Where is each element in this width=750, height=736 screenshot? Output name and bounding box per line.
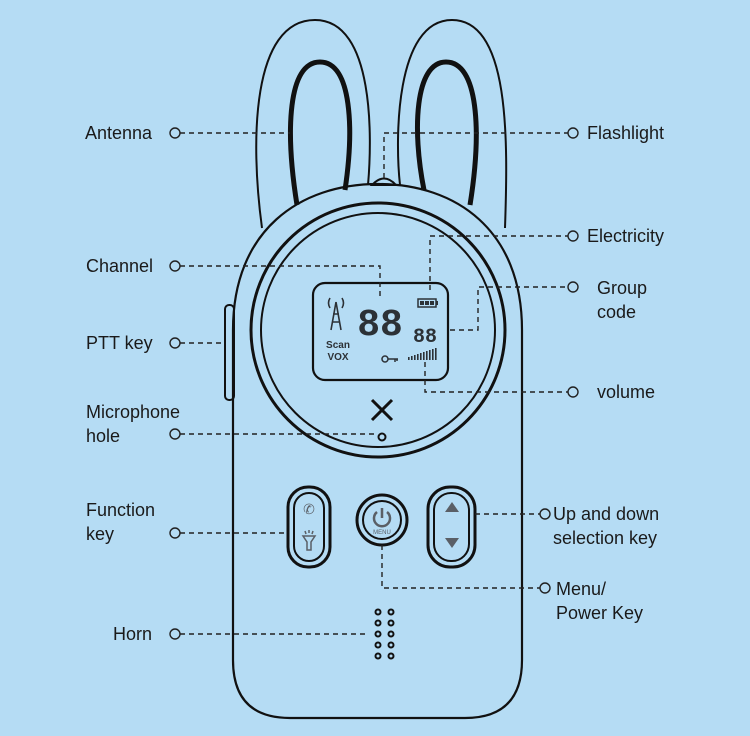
phone-icon: ✆ bbox=[303, 501, 315, 517]
lcd-display: Scan VOX 88 88 bbox=[311, 281, 450, 382]
label-flashlight: Flashlight bbox=[587, 123, 664, 143]
label-ptt-key: PTT key bbox=[86, 333, 153, 353]
label-updown-2: selection key bbox=[553, 528, 657, 548]
radio-body bbox=[231, 182, 524, 720]
battery-icon bbox=[417, 298, 438, 308]
label-horn: Horn bbox=[113, 624, 152, 644]
lcd-channel-digits: 88 bbox=[357, 304, 403, 347]
microphone-hole bbox=[377, 432, 387, 442]
signal-tower-icon bbox=[327, 297, 345, 331]
label-electricity: Electricity bbox=[587, 226, 664, 246]
menu-label: MENU bbox=[373, 530, 391, 536]
lcd-scan: Scan bbox=[326, 340, 350, 351]
power-icon bbox=[372, 508, 392, 528]
label-microphone-2: hole bbox=[86, 426, 120, 446]
ptt-key[interactable] bbox=[224, 304, 235, 401]
antenna-ears bbox=[255, 18, 508, 229]
screen-ring-inner bbox=[260, 212, 496, 448]
label-microphone-1: Microphone bbox=[86, 402, 180, 422]
up-down-key[interactable] bbox=[426, 485, 477, 569]
menu-power-key[interactable]: MENU bbox=[355, 493, 409, 547]
down-arrow-icon[interactable] bbox=[445, 538, 459, 548]
volume-bars-icon bbox=[408, 348, 437, 360]
lcd-group-digits: 88 bbox=[413, 326, 437, 349]
callout-lines bbox=[169, 127, 579, 640]
label-group-code-1: Group bbox=[597, 278, 647, 298]
label-updown-1: Up and down bbox=[553, 504, 659, 524]
up-arrow-icon[interactable] bbox=[445, 502, 459, 512]
label-function-1: Function bbox=[86, 500, 155, 520]
logo-x-icon bbox=[370, 398, 394, 422]
lcd-vox: VOX bbox=[327, 352, 348, 363]
label-antenna: Antenna bbox=[85, 123, 153, 143]
label-function-2: key bbox=[86, 524, 114, 544]
label-channel: Channel bbox=[86, 256, 153, 276]
label-group-code-2: code bbox=[597, 302, 636, 322]
flashlight-icon bbox=[301, 530, 317, 551]
screen-ring-outer bbox=[249, 201, 507, 459]
function-key[interactable]: ✆ bbox=[286, 485, 332, 569]
horn-speaker bbox=[374, 608, 395, 660]
label-menu-2: Power Key bbox=[556, 603, 643, 623]
label-menu-1: Menu/ bbox=[556, 579, 606, 599]
label-volume: volume bbox=[597, 382, 655, 402]
key-lock-icon bbox=[381, 355, 398, 363]
